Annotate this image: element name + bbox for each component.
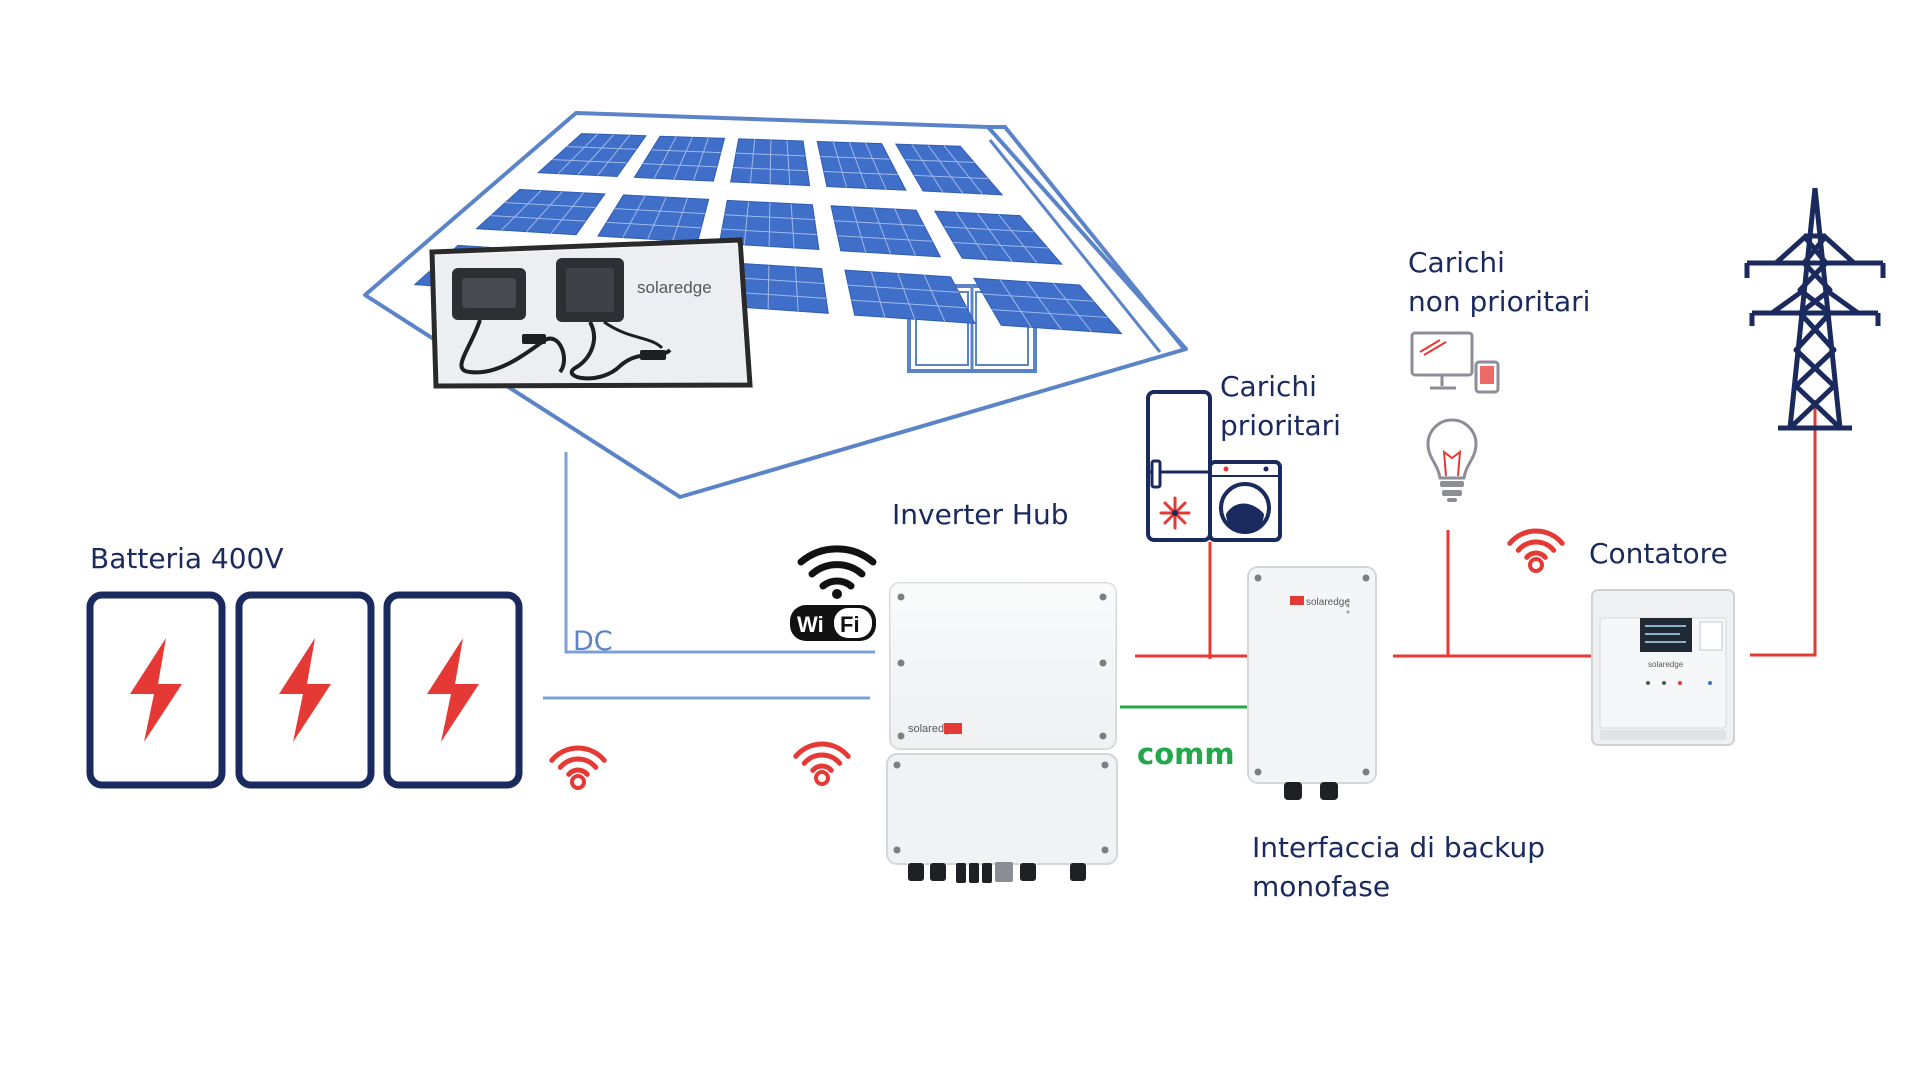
svg-text:Carichi: Carichi — [1408, 246, 1505, 279]
fridge-icon — [1146, 390, 1212, 542]
svg-text:non prioritari: non prioritari — [1408, 285, 1590, 318]
svg-text:comm: comm — [1137, 737, 1235, 771]
inverter-cable-glands — [908, 862, 1086, 883]
wifi-icon — [797, 545, 877, 599]
svg-text:Contatore: Contatore — [1589, 537, 1728, 570]
optimizer-photo: solaredge — [429, 237, 753, 389]
wireless-signal-icon — [1507, 528, 1565, 573]
svg-text:Inverter Hub: Inverter Hub — [892, 498, 1069, 531]
priority-loads-label-line2: prioritari — [1220, 409, 1341, 442]
meter-label: Contatore — [1589, 537, 1728, 570]
svg-text:Carichi: Carichi — [1220, 370, 1317, 403]
svg-text:monofase: monofase — [1252, 870, 1390, 903]
battery-label: Batteria 400V — [90, 542, 284, 575]
bolt-icon — [279, 638, 331, 742]
optimizer-logo: solaredge — [637, 278, 712, 297]
battery-icon — [383, 591, 523, 789]
backup-logo: solaredge — [1306, 597, 1350, 608]
backup-label-line1: Interfaccia di backup — [1252, 831, 1545, 864]
battery-icon — [235, 591, 375, 789]
battery-group — [86, 591, 523, 789]
svg-text:Batteria 400V: Batteria 400V — [90, 542, 284, 575]
inverter-label: Inverter Hub — [892, 498, 1069, 531]
nonpriority-loads-label-line1: Carichi — [1408, 246, 1505, 279]
wifi-badge-left: Wi — [797, 612, 824, 637]
svg-text:solaredge: solaredge — [637, 278, 712, 297]
svg-text:Interfaccia di backup: Interfaccia di backup — [1252, 831, 1545, 864]
wifi-badge-right: Fi — [840, 612, 860, 637]
priority-loads-label-line1: Carichi — [1220, 370, 1317, 403]
monitor-icon — [1410, 331, 1500, 394]
backup-interface: solaredge — [1247, 566, 1377, 800]
energy-meter: solaredge — [1591, 589, 1735, 746]
backup-label-line2: monofase — [1252, 870, 1390, 903]
meter-logo: solaredge — [1648, 660, 1684, 669]
power-pylon-icon — [1744, 187, 1886, 431]
svg-text:Wi: Wi — [797, 612, 824, 637]
washing-machine-icon — [1208, 460, 1282, 542]
connections — [543, 400, 1817, 709]
priority-loads — [1146, 390, 1282, 542]
wireless-signal-group — [549, 528, 1565, 790]
battery-icon — [86, 591, 226, 789]
comm-label: comm — [1137, 737, 1235, 771]
light-bulb-icon — [1426, 418, 1478, 502]
svg-text:solaredge: solaredge — [1306, 597, 1350, 608]
svg-text:Fi: Fi — [840, 612, 860, 637]
roof-right-slope — [988, 125, 1187, 352]
dc-line — [564, 452, 875, 654]
svg-text:DC: DC — [573, 626, 613, 657]
wireless-signal-icon — [793, 741, 851, 786]
wireless-signal-icon — [549, 745, 607, 790]
ac-line-meter-grid — [1750, 400, 1817, 657]
roof-ridge — [988, 139, 1162, 353]
dc-label: DC — [573, 626, 613, 657]
nonpriority-loads — [1410, 331, 1500, 502]
wifi-badge: Wi Fi — [790, 545, 877, 641]
svg-text:solaredge: solaredge — [1648, 660, 1684, 669]
svg-text:prioritari: prioritari — [1220, 409, 1341, 442]
nonpriority-loads-label-line2: non prioritari — [1408, 285, 1590, 318]
bolt-icon — [130, 638, 182, 742]
bolt-icon — [427, 638, 479, 742]
inverter-hub: solaredge — [886, 582, 1118, 883]
